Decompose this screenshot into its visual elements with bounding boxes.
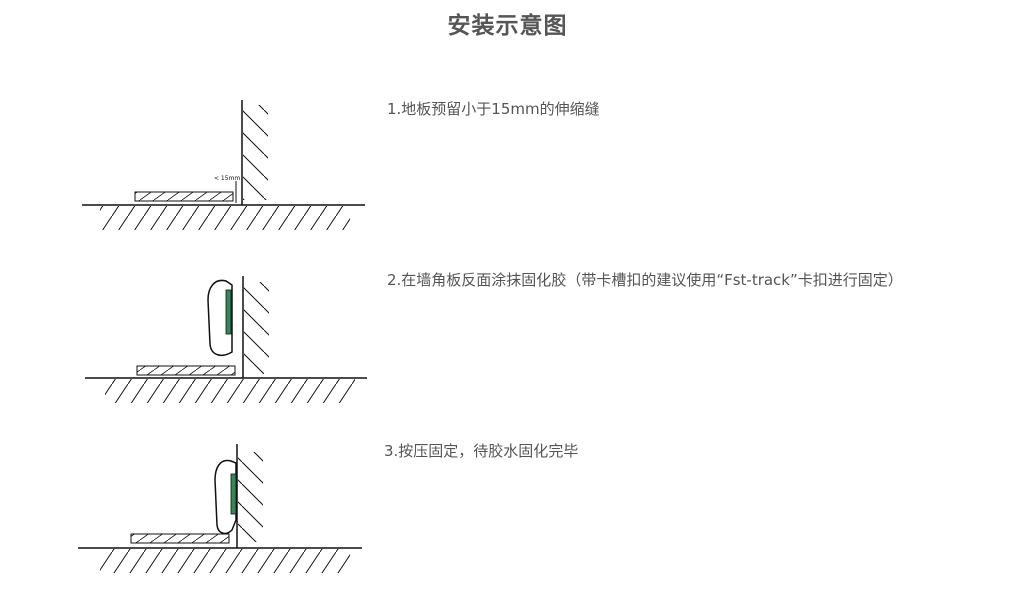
wall-hatch	[238, 452, 263, 542]
adhesive-layer	[230, 473, 237, 515]
adhesive-layer	[225, 289, 232, 335]
step-3-text: 3.按压固定，待胶水固化完毕	[384, 442, 579, 460]
diagram-step-2	[85, 276, 367, 403]
diagram-step-1: < 15mm	[82, 100, 365, 230]
floor-hatch	[105, 379, 355, 403]
floorboard	[130, 533, 230, 544]
page-title: 安装示意图	[447, 13, 568, 39]
wall-hatch	[243, 105, 268, 200]
wall-hatch	[244, 282, 269, 374]
gap-label: < 15mm	[214, 175, 240, 182]
floor-hatch	[100, 206, 350, 230]
floorboard	[134, 191, 234, 202]
step-2-text: 2.在墙角板反面涂抹固化胶（带卡槽扣的建议使用“Fst-track”卡扣进行固定…	[387, 271, 903, 289]
floor-hatch	[100, 549, 350, 573]
diagram-step-3	[78, 444, 362, 573]
floorboard	[136, 365, 236, 376]
step-1-text: 1.地板预留小于15mm的伸缩缝	[387, 100, 600, 118]
